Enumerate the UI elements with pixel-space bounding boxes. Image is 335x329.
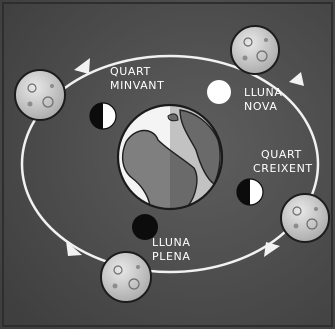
phase-quart-minvant-icon	[90, 103, 116, 129]
moon-top-right	[231, 26, 279, 74]
moon-left	[15, 70, 65, 120]
phase-lluna-nova-icon	[207, 80, 231, 104]
label-quart-creixent: QUART CREIXENT	[253, 148, 313, 175]
moon-bottom-right	[281, 194, 329, 242]
label-lluna-plena: LLUNA PLENA	[152, 236, 195, 263]
phase-quart-creixent-icon	[237, 179, 263, 205]
moon-bottom	[101, 252, 151, 302]
